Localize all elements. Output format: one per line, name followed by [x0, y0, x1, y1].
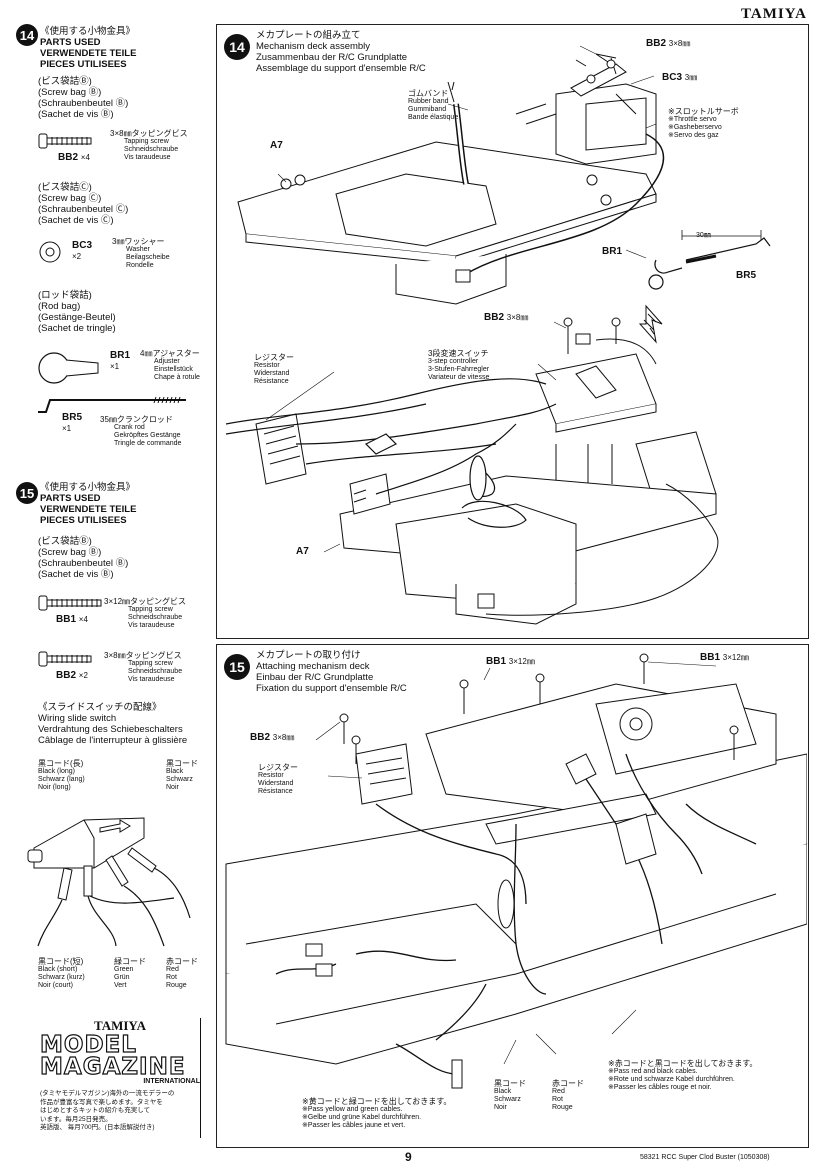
step15-parts-heading: 《使用する小物金具》 PARTS USED VERWENDETE TEILE P…	[40, 482, 137, 526]
adjuster-br1-icon	[38, 352, 99, 384]
step-number-15: 15	[16, 482, 38, 504]
step14-parts-header: 14	[16, 24, 38, 46]
bb2-desc: 3×8㎜タッピングビス Tapping screw Schneidschraub…	[110, 129, 188, 162]
label-bb2-mid: BB2 3×8㎜	[484, 312, 529, 323]
note-red-black: ※赤コードと黒コードを出しておきます。 ※Pass red and black …	[608, 1059, 758, 1092]
heading-jp: 《使用する小物金具》	[40, 26, 136, 37]
ad-text: (タミヤモデルマガジン)海外の一流モデラーの作品が豊富な写真で楽しめます。タミヤ…	[40, 1090, 175, 1131]
crank-rod-br5-icon	[38, 396, 186, 413]
label-bc3: BC3 3㎜	[662, 72, 698, 83]
ad-tamiya: TAMIYA	[93, 1018, 146, 1033]
bb2-desc-15: 3×8㎜タッピングビス Tapping screw Schneidschraub…	[104, 651, 183, 684]
step15-parts-header: 15	[16, 482, 38, 504]
bb1-desc: 3×12㎜タッピングビス Tapping screw Schneidschrau…	[104, 597, 187, 630]
part-code-br5: BR5×1	[62, 412, 83, 433]
ad-model: MODEL	[39, 1032, 137, 1058]
screw-bag-b-15: (ビス袋詰Ⓑ)(Screw bag Ⓑ) (Schraubenbeutel Ⓑ)…	[38, 536, 129, 580]
label-bb2-top: BB2 3×8㎜	[646, 38, 691, 49]
step14-number: 14	[224, 34, 250, 60]
part-code-bb1: BB1 ×4	[56, 614, 88, 625]
label-throttle-servo: ※スロットルサーボ ※Throttle servo※Gasheberservo※…	[668, 107, 739, 140]
br5-desc: 35㎜クランクロッド Crank rod Gekröpftes Gestänge…	[100, 415, 182, 448]
ad-magazine: MAGAZINE	[39, 1054, 186, 1080]
step15-number: 15	[224, 654, 250, 680]
screw-bb2-icon	[38, 133, 92, 149]
part-code-bb2: BB2 ×4	[58, 152, 90, 163]
label-30mm: 30㎜	[696, 232, 711, 239]
label-br5: BR5	[736, 270, 757, 281]
slide-switch-wiring-diagram	[27, 817, 191, 947]
label-black-short: 黒コード(短) Black (short)Schwarz (kurz)Noir …	[38, 957, 85, 990]
screw-bb2-icon-15	[38, 651, 92, 667]
rod-bag: (ロッド袋詰)(Rod bag) (Gestänge-Beutel)(Sache…	[38, 290, 116, 334]
footer-code: 58321 RCC Super Clod Buster (1050308)	[640, 1154, 770, 1161]
label-br1: BR1	[602, 246, 623, 257]
label-black-long: 黒コード(長) Black (long)Schwarz (lang)Noir (…	[38, 759, 85, 792]
chassis-attachment-diagram	[225, 653, 807, 1089]
ad-international: INTERNATIONAL	[143, 1078, 200, 1085]
model-magazine-ad: TAMIYA MODEL MAGAZINE INTERNATIONAL (タミヤ…	[39, 1018, 200, 1133]
label-a7-top: A7	[270, 140, 283, 151]
heading-fr: PIECES UTILISEES	[40, 59, 127, 70]
page-number: 9	[405, 1150, 412, 1164]
label-bb2-15: BB2 3×8㎜	[250, 732, 295, 743]
label-bb1-b: BB1 3×12㎜	[700, 652, 749, 663]
screw-bb1-icon	[38, 595, 102, 611]
ad-divider	[200, 1018, 211, 1138]
bc3-desc: 3㎜ワッシャー Washer Beilagscheibe Rondelle	[112, 237, 170, 270]
step14-parts-heading: 《使用する小物金具》 PARTS USED VERWENDETE TEILE P…	[40, 26, 136, 70]
wiring-heading: 《スライドスイッチの配線》 Wiring slide switch Verdra…	[38, 702, 188, 746]
washer-bc3-icon	[39, 241, 61, 263]
label-a7-bottom: A7	[296, 546, 309, 557]
screw-bag-c: (ビス袋詰Ⓒ)(Screw bag Ⓒ) (Schraubenbeutel Ⓒ)…	[38, 182, 129, 226]
step-number-14: 14	[16, 24, 38, 46]
mechanism-deck-diagram	[225, 45, 771, 625]
heading-de: VERWENDETE TEILE	[40, 48, 137, 59]
part-code-bc3: BC3×2	[72, 240, 93, 261]
heading-en: PARTS USED	[40, 37, 101, 48]
note-yellow-green: ※黄コードと緑コードを出しておきます。 ※Pass yellow and gre…	[302, 1097, 452, 1130]
brand-logo: TAMIYA	[740, 6, 807, 22]
br1-desc: 4㎜アジャスター Adjuster Einstellstück Chape à …	[140, 349, 200, 382]
label-bb1-a: BB1 3×12㎜	[486, 656, 535, 667]
part-code-br1: BR1×1	[110, 350, 131, 371]
screw-bag-b: (ビス袋詰Ⓑ)(Screw bag Ⓑ) (Schraubenbeutel Ⓑ)…	[38, 76, 129, 120]
part-code-bb2-15: BB2 ×2	[56, 670, 88, 681]
